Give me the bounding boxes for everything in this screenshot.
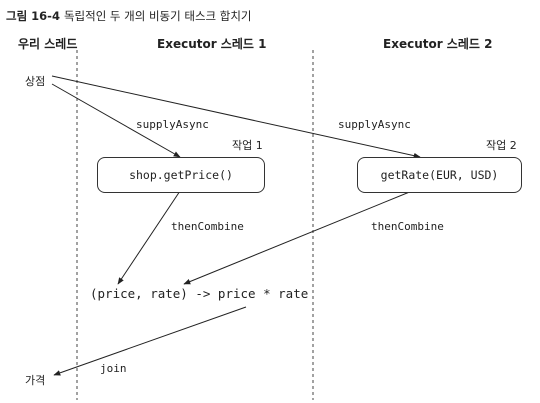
task-2-box: getRate(EUR, USD): [357, 157, 522, 193]
task-2-box-text: getRate(EUR, USD): [380, 168, 499, 182]
figure-caption: 독립적인 두 개의 비동기 태스크 합치기: [63, 9, 252, 23]
arrow-then-combine-1: [117, 190, 181, 285]
supply-async-label-1: supplyAsync: [136, 118, 209, 131]
combine-expression: (price, rate) -> price * rate: [90, 286, 309, 301]
shop-node: 상점: [25, 75, 46, 88]
task-1-label: 작업 1: [232, 139, 263, 152]
task-1-box: shop.getPrice(): [97, 157, 265, 193]
arrow-supply-async-2: [51, 75, 421, 159]
column-header-executor-2: Executor 스레드 2: [383, 37, 493, 51]
figure-number: 그림 16-4: [6, 9, 60, 23]
then-combine-label-1: thenCombine: [171, 220, 244, 233]
arrow-then-combine-2: [183, 190, 413, 285]
task-1-box-text: shop.getPrice(): [129, 168, 233, 182]
then-combine-label-2: thenCombine: [371, 220, 444, 233]
supply-async-label-2: supplyAsync: [338, 118, 411, 131]
arrow-supply-async-1: [51, 83, 181, 158]
arrow-join: [53, 306, 247, 376]
join-label: join: [100, 362, 127, 375]
price-result-node: 가격: [25, 374, 46, 387]
column-header-our-thread: 우리 스레드: [18, 37, 78, 51]
column-header-executor-1: Executor 스레드 1: [157, 37, 267, 51]
task-2-label: 작업 2: [486, 139, 517, 152]
